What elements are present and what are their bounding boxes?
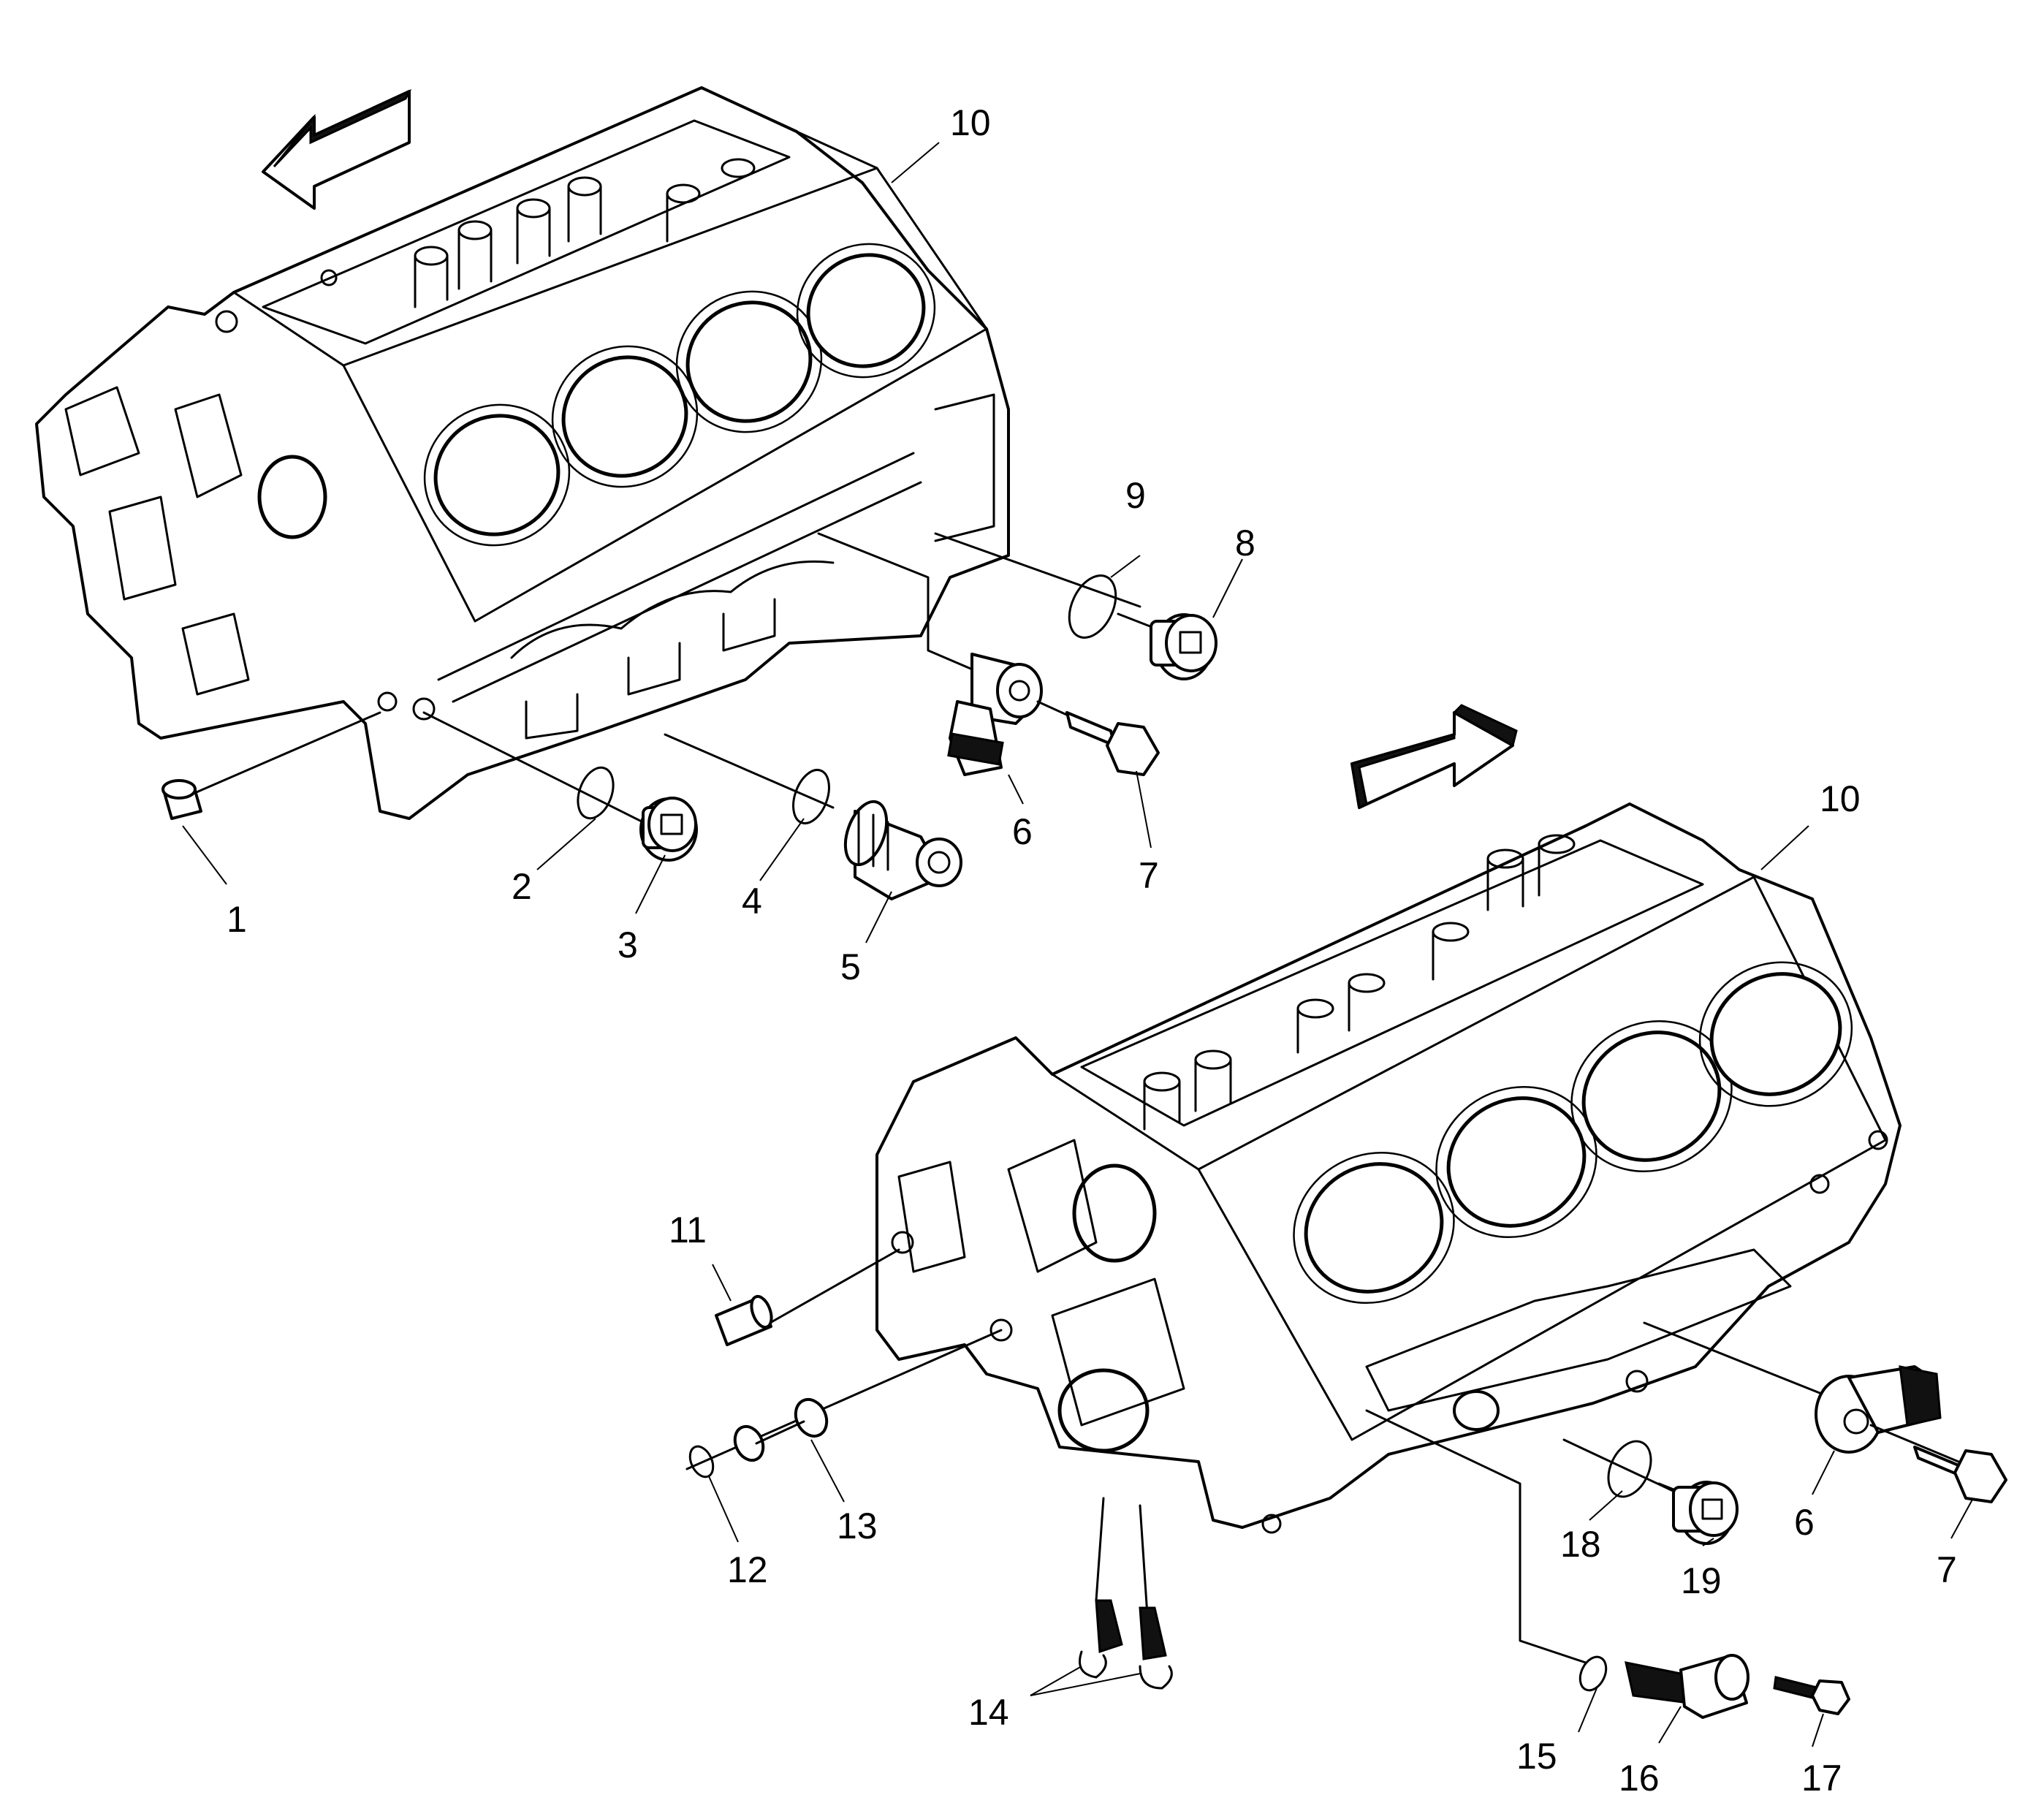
cylinder-bores-lower [1293, 961, 1853, 1305]
front-direction-arrow-upper [262, 88, 412, 210]
callout-6-upper: 6 [1012, 811, 1033, 852]
part-15-o-ring [1365, 1409, 1608, 1692]
callout-9: 9 [1125, 475, 1146, 516]
callout-2: 2 [512, 866, 532, 907]
callout-15: 15 [1516, 1736, 1557, 1777]
callout-7-upper: 7 [1139, 855, 1159, 896]
callout-13: 13 [837, 1506, 878, 1546]
engine-block-upper [35, 86, 1010, 820]
part-8-plug [1117, 612, 1217, 680]
callout-5: 5 [840, 946, 861, 987]
callout-17: 17 [1801, 1758, 1842, 1799]
part-5-oil-pressure-sensor [843, 800, 962, 900]
callout-10-upper: 10 [950, 102, 991, 143]
engine-block-lower [875, 802, 1901, 1534]
part-17-bolt [1773, 1676, 1850, 1715]
front-direction-arrow-lower [1350, 704, 1518, 810]
part-9-o-ring [934, 532, 1141, 639]
callout-14: 14 [968, 1692, 1009, 1733]
callout-leaders [182, 142, 1974, 1747]
part-19-plug [1657, 1481, 1739, 1545]
part-11-dowel [715, 1248, 900, 1346]
part-7-bolt-lower [1869, 1424, 2007, 1503]
part-6-knock-sensor-lower [1643, 1321, 1942, 1454]
cylinder-bores-upper [423, 243, 936, 547]
part-14-studs [1079, 1497, 1173, 1690]
part-3-plug [639, 797, 698, 862]
callout-7-lower: 7 [1937, 1549, 1957, 1590]
callout-19: 19 [1681, 1560, 1722, 1601]
part-16-crankshaft-position-sensor [1625, 1654, 1749, 1719]
callout-16: 16 [1619, 1758, 1660, 1799]
callout-11: 11 [669, 1210, 707, 1250]
callout-18: 18 [1560, 1524, 1601, 1565]
callout-1: 1 [227, 899, 247, 940]
callout-3: 3 [618, 925, 638, 965]
part-18-o-ring [1562, 1438, 1682, 1498]
part-2-o-ring [422, 711, 652, 827]
callout-12: 12 [727, 1549, 768, 1590]
callout-labels: 1 2 3 4 5 6 7 9 8 10 10 11 12 13 14 15 1… [227, 102, 1957, 1799]
callout-6-lower: 6 [1794, 1502, 1815, 1543]
part-12-13-sensor-bushing [685, 1329, 1003, 1478]
callout-4: 4 [742, 881, 762, 922]
part-7-bolt-upper [1036, 700, 1160, 776]
callout-8: 8 [1235, 523, 1255, 563]
part-1-plug [162, 711, 381, 820]
callout-10-lower: 10 [1820, 778, 1861, 819]
part-6-knock-sensor-upper [817, 532, 1043, 776]
